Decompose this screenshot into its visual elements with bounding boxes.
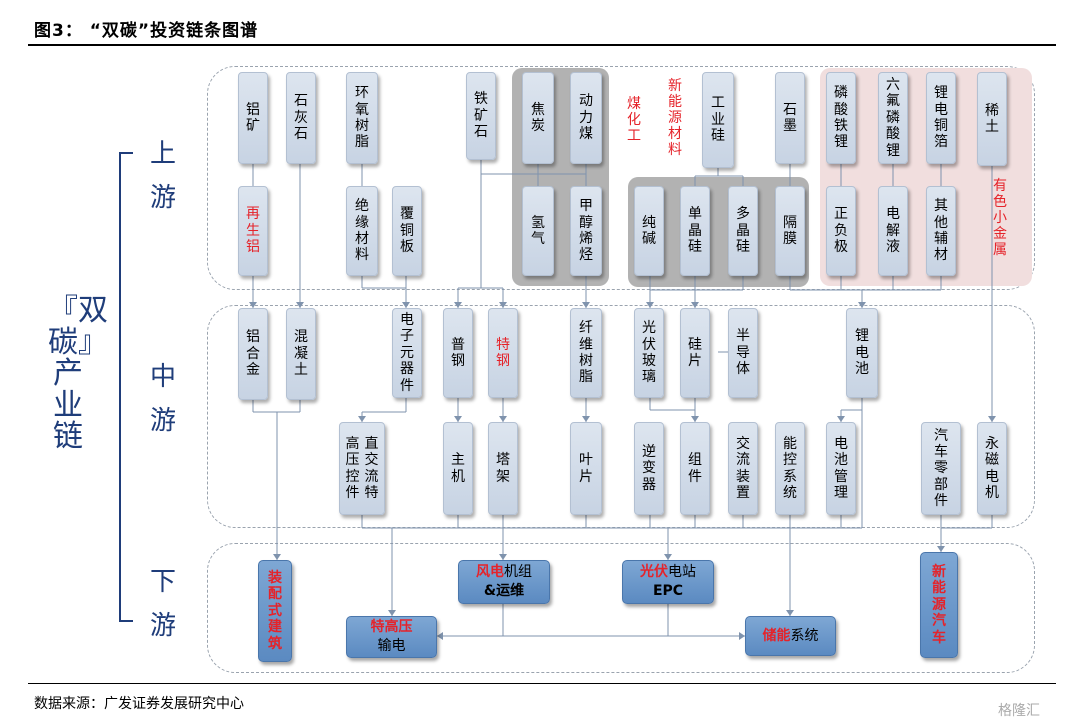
limestone-box: 石灰石	[286, 72, 316, 164]
concrete-box: 混凝土	[286, 308, 316, 400]
iron-ore-box: 铁矿石	[466, 72, 496, 160]
blade-box: 叶片	[570, 422, 602, 515]
insulation-material-box: 绝缘材料	[346, 186, 378, 276]
other-auxiliary-box: 其他辅材	[926, 186, 956, 276]
bottom-rule	[28, 683, 1056, 684]
recycled-aluminum-box: 再生铝	[238, 186, 268, 276]
separator-box: 隔膜	[775, 186, 805, 276]
battery-management-box: 电池管理	[826, 422, 856, 515]
module-box: 组件	[680, 422, 710, 515]
coke-box: 焦炭	[522, 72, 554, 164]
upstream-region	[207, 66, 1035, 290]
lfp-box: 磷酸铁锂	[826, 72, 856, 164]
minor-metals-label: 有色小金属	[993, 178, 1007, 259]
graphite-box: 石墨	[775, 72, 805, 164]
downstream-region	[207, 543, 1035, 673]
soda-ash-box: 纯碱	[634, 186, 664, 276]
rare-earth-box: 稀土	[977, 72, 1007, 166]
electrolyte-box: 电解液	[878, 186, 908, 276]
watermark: 格隆汇	[998, 703, 1040, 719]
ac-device-box: 交流装置	[728, 422, 758, 515]
uhv-transmission-box: 特高压 输电	[346, 616, 437, 658]
permanent-magnet-motor-box: 永磁电机	[977, 422, 1007, 515]
pv-glass-box: 光伏玻璃	[634, 308, 664, 398]
pv-station-box: 光伏电站 EPC	[622, 560, 714, 604]
energy-storage-box: 储能系统	[745, 616, 836, 656]
copper-clad-board-box: 覆铜板	[392, 186, 422, 276]
hydrogen-box: 氢气	[522, 186, 554, 276]
monocrystalline-silicon-box: 单晶硅	[680, 186, 710, 276]
tower-box: 塔架	[488, 422, 518, 515]
stage-upstream: 上游	[149, 139, 176, 213]
data-source: 数据来源：广发证券发展研究中心	[34, 696, 244, 712]
polysilicon-box: 多晶硅	[728, 186, 758, 276]
wind-power-box: 风电机组 &运维	[458, 560, 550, 604]
stage-bracket	[119, 152, 133, 622]
cathode-anode-box: 正负极	[826, 186, 856, 276]
inverter-box: 逆变器	[634, 422, 664, 515]
figure-title: 图3： “双碳”投资链条图谱	[34, 21, 259, 41]
industrial-silicon-box: 工业硅	[702, 72, 734, 168]
auto-parts-box: 汽车零部件	[921, 422, 961, 515]
nev-box: 新能源汽车	[920, 552, 958, 658]
methanol-olefin-box: 甲醇烯烃	[570, 186, 602, 276]
aluminum-alloy-box: 铝合金	[238, 308, 268, 400]
fiber-resin-box: 纤维树脂	[570, 308, 602, 398]
chain-title: 『双碳』产业链	[48, 293, 108, 454]
top-rule	[28, 44, 1056, 46]
lipf6-box: 六氟磷酸锂	[878, 72, 908, 164]
electronic-components-box: 电子元器件	[392, 308, 422, 398]
main-unit-box: 主机	[443, 422, 473, 515]
stage-downstream: 下游	[149, 567, 176, 641]
semiconductor-box: 半导体	[728, 308, 758, 398]
stage-midstream: 中游	[149, 362, 176, 436]
energy-control-box: 能控系统	[775, 422, 805, 515]
ordinary-steel-box: 普钢	[443, 308, 473, 398]
new-energy-material-label: 新能源材料	[668, 78, 682, 159]
bauxite-box: 铝矿	[238, 72, 268, 164]
prefab-building-box: 装配式建筑	[258, 560, 292, 662]
copper-foil-box: 锂电铜箔	[926, 72, 956, 164]
silicon-wafer-box: 硅片	[680, 308, 710, 398]
special-steel-box: 特钢	[488, 308, 518, 398]
epoxy-resin-box: 环氧树脂	[346, 72, 378, 164]
thermal-coal-box: 动力煤	[570, 72, 602, 164]
high-voltage-control-box: 高压控件 直交流特	[339, 422, 385, 515]
lithium-battery-box: 锂电池	[846, 308, 878, 398]
coal-chem-label: 煤化工	[627, 96, 641, 145]
